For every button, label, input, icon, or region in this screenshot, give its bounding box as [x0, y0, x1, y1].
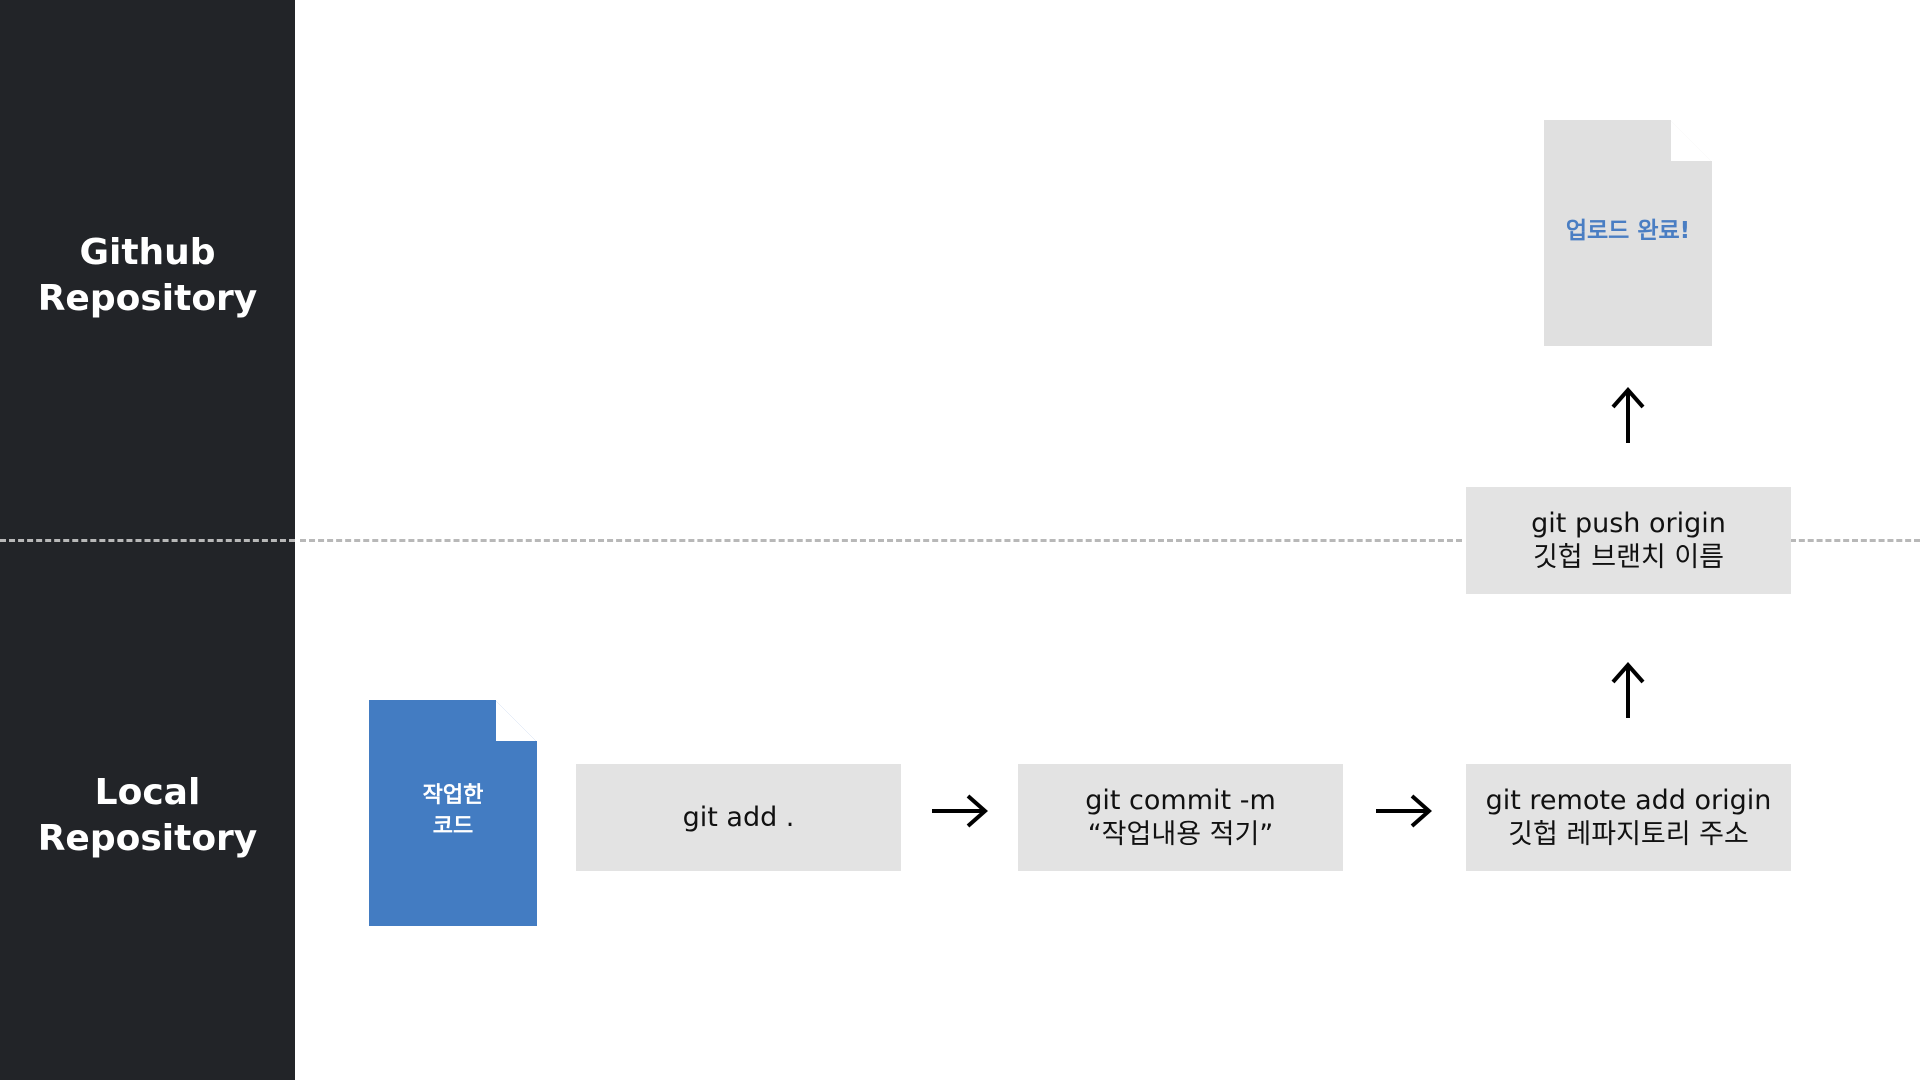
git-push-step: git push origin 깃헙 브랜치 이름: [1466, 487, 1791, 594]
local-file-label-line2: 코드: [432, 814, 474, 839]
local-repository-label: Local Repository: [0, 770, 295, 862]
git-commit-message: “작업내용 적기”: [1087, 818, 1274, 850]
local-code-file: 작업한 코드: [369, 700, 537, 926]
local-file-label-line1: 작업한: [422, 783, 484, 808]
github-repository-label-line1: Github: [79, 232, 216, 273]
git-push-branch: 깃헙 브랜치 이름: [1532, 541, 1725, 573]
arrow-right-icon: [930, 793, 988, 829]
upload-complete-label: 업로드 완료!: [1565, 218, 1691, 244]
git-add-step: git add .: [576, 764, 901, 871]
arrow-up-icon: [1610, 662, 1646, 720]
repository-divider: [300, 539, 1462, 542]
arrow-up-icon: [1610, 387, 1646, 445]
git-add-command: git add .: [682, 801, 795, 833]
remote-file-icon: [1544, 120, 1712, 346]
repository-divider-left: [0, 539, 295, 542]
arrow-right-icon: [1374, 793, 1432, 829]
git-push-command: git push origin: [1531, 507, 1726, 539]
repository-divider-right: [1790, 539, 1920, 542]
local-repository-label-line2: Repository: [37, 818, 258, 859]
local-file-label: 작업한 코드: [369, 780, 537, 842]
git-commit-step: git commit -m “작업내용 적기”: [1018, 764, 1343, 871]
github-repository-label-line2: Repository: [37, 278, 258, 319]
git-commit-command: git commit -m: [1085, 784, 1276, 816]
github-repository-label: Github Repository: [0, 230, 295, 322]
git-remote-step: git remote add origin 깃헙 레파지토리 주소: [1466, 764, 1791, 871]
git-remote-address: 깃헙 레파지토리 주소: [1508, 818, 1749, 850]
uploaded-file: 업로드 완료!: [1544, 120, 1712, 346]
local-repository-label-line1: Local: [94, 772, 201, 813]
local-file-icon: [369, 700, 537, 926]
git-remote-command: git remote add origin: [1485, 784, 1772, 816]
